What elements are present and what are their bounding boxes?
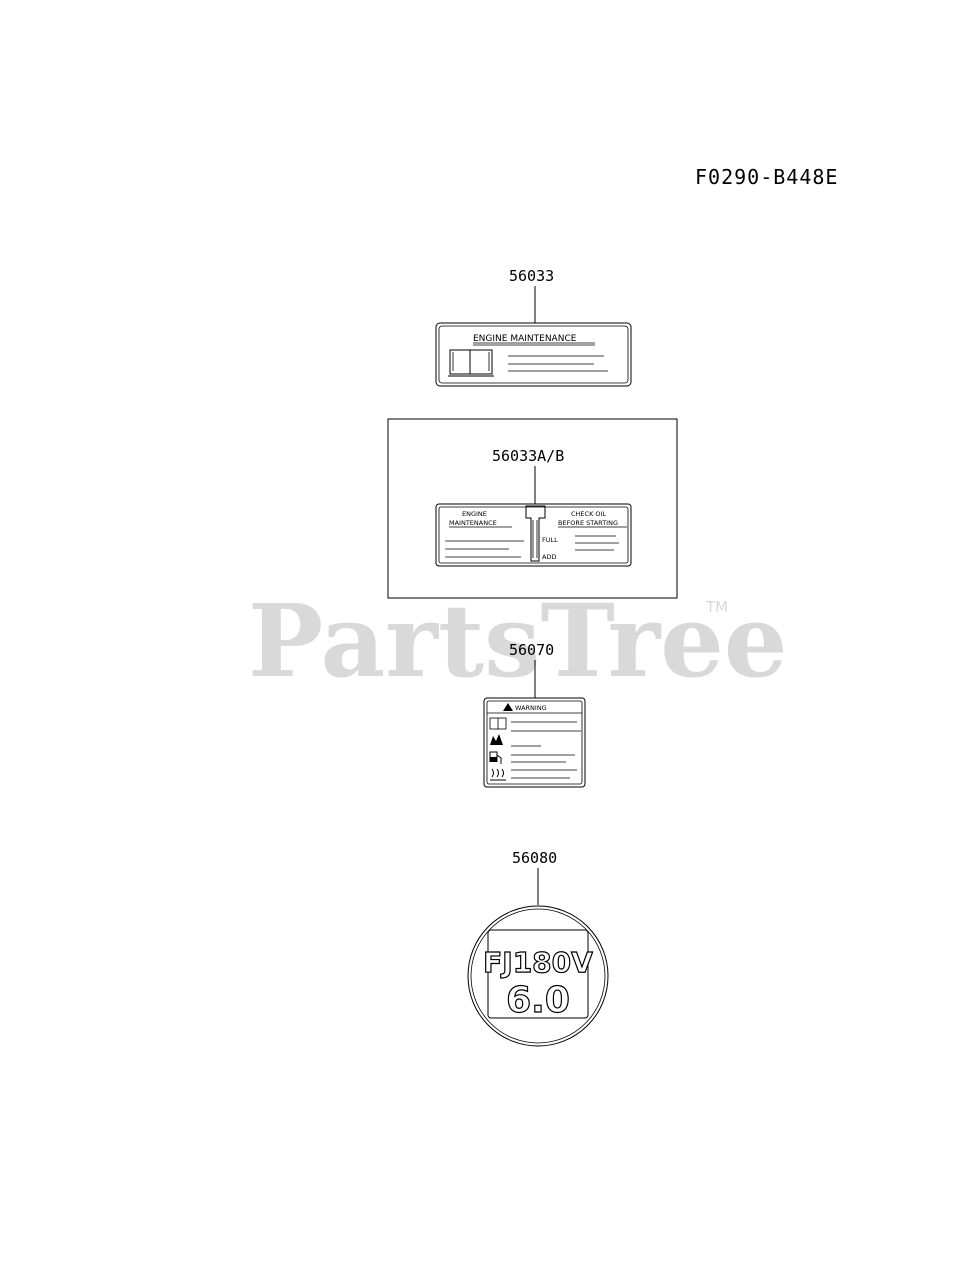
part-56033[interactable]: 56033 ENGINE MAINTENANCE [435,267,632,387]
label-title: ENGINE MAINTENANCE [473,334,577,344]
diagram-code: F0290-B448E [695,165,838,189]
book-icon [448,349,494,377]
right-title-line-2: BEFORE STARTING [558,519,618,527]
part-number-callout: 56033A/B [492,447,564,465]
part-56080[interactable]: 56080 FJ180V 6.0 [467,849,609,1047]
part-number-callout: 56033 [509,267,554,285]
model-number-text: FJ180V [483,946,593,979]
hot-surface-icon [490,768,506,781]
horsepower-text: 6.0 [506,980,570,1021]
left-title-line-1: ENGINE [462,510,487,518]
engine-maintenance-label: ENGINE MAINTENANCE [435,322,632,387]
part-56070[interactable]: 56070 WARNING [483,641,586,788]
gauge-add-mark: ADD [542,553,556,561]
kit-group-box [387,418,678,599]
model-decal: FJ180V 6.0 [467,905,609,1047]
warning-label: WARNING [483,697,586,788]
part-number-callout: 56080 [512,849,557,867]
fuel-icon [489,751,502,764]
warning-triangle-icon [503,703,513,711]
check-oil-label: ENGINE MAINTENANCE CHECK OIL BEFORE STAR… [435,503,632,567]
right-title-line-1: CHECK OIL [571,510,606,518]
gauge-full-mark: FULL [542,536,558,544]
book-icon [489,717,507,730]
watermark-text: PartsTree [248,582,788,700]
dipstick-icon [525,505,546,562]
fire-icon [490,734,503,745]
label-title: WARNING [515,704,547,712]
left-title-line-2: MAINTENANCE [449,519,497,527]
part-number-callout: 56070 [509,641,554,659]
part-56033ab[interactable]: 56033A/B ENGINE MAINTENANCE CHECK OIL BE… [387,418,678,599]
watermark-trademark: TM [705,598,728,616]
